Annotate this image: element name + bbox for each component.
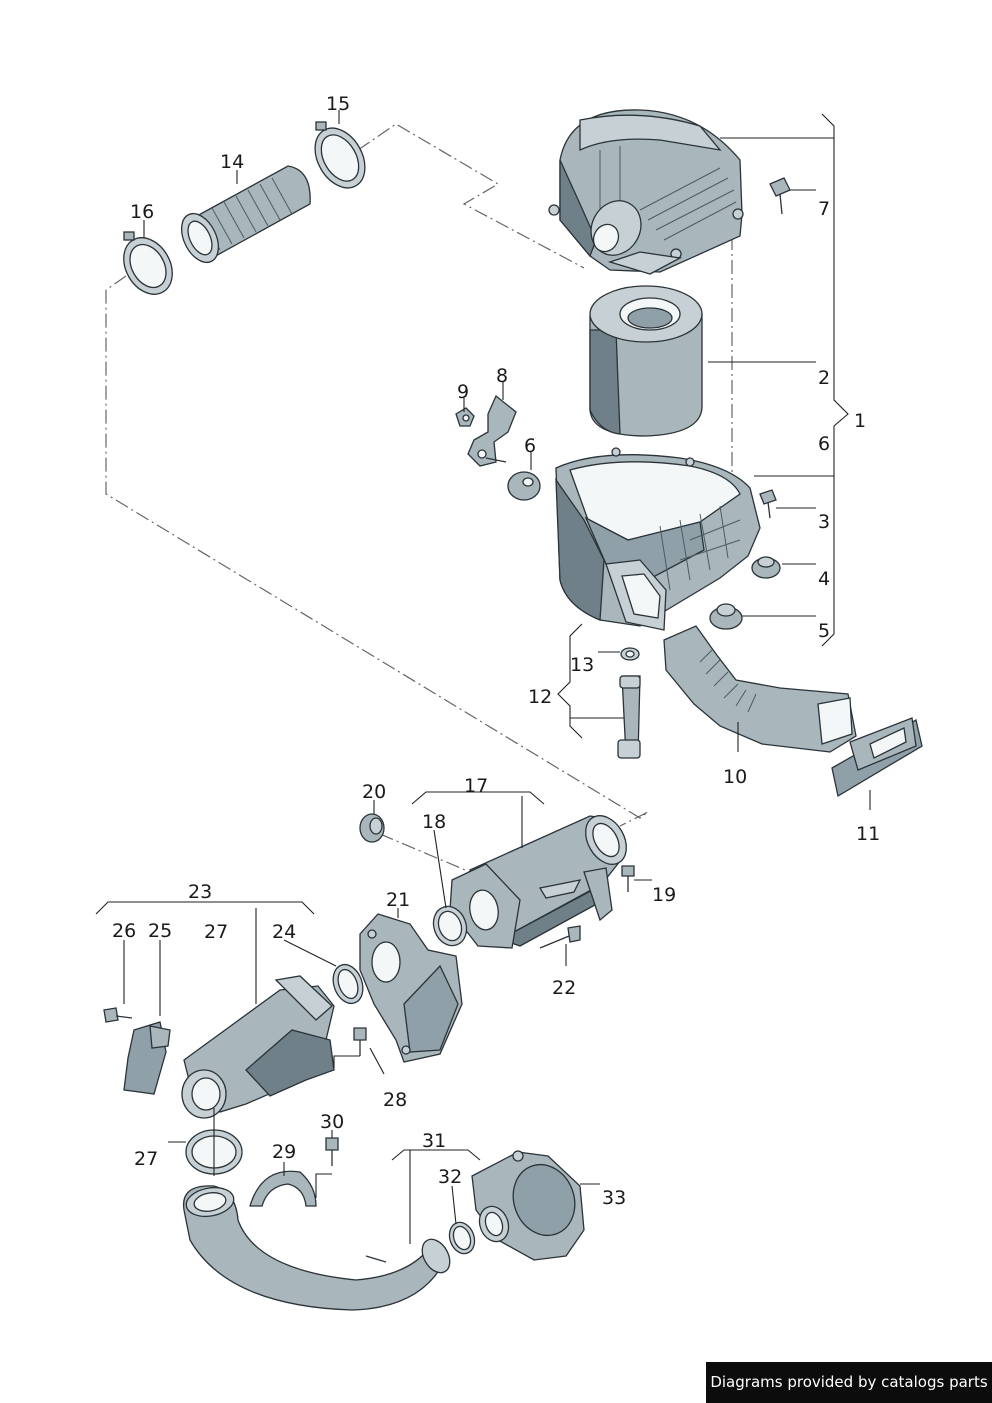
label-part-14: 14 bbox=[220, 151, 244, 173]
screw-part-28 bbox=[353, 1027, 367, 1056]
label-part-15: 15 bbox=[326, 93, 350, 115]
screw-part-19 bbox=[621, 865, 635, 892]
label-part-6-upper: 6 bbox=[818, 433, 830, 455]
label-part-24: 24 bbox=[272, 921, 296, 943]
label-part-4: 4 bbox=[818, 568, 830, 590]
label-part-29: 29 bbox=[272, 1141, 296, 1163]
hose-clamp-part-16 bbox=[123, 231, 173, 295]
label-part-17: 17 bbox=[464, 775, 488, 797]
label-part-19: 19 bbox=[652, 884, 676, 906]
label-part-21: 21 bbox=[386, 889, 410, 911]
screw-part-3 bbox=[759, 489, 777, 519]
part-number-labels: 1 2 3 4 5 6 6 7 8 9 10 11 12 13 14 15 16… bbox=[112, 93, 880, 1209]
sensor-part-25 bbox=[123, 1021, 171, 1095]
leader-lines bbox=[95, 110, 871, 1244]
label-part-3: 3 bbox=[818, 511, 830, 533]
label-part-9: 9 bbox=[457, 381, 469, 403]
intake-grille-part-11 bbox=[831, 717, 923, 798]
throttle-valve-part-21 bbox=[359, 913, 463, 1063]
label-part-13: 13 bbox=[570, 654, 594, 676]
label-part-26: 26 bbox=[112, 920, 136, 942]
label-part-28: 28 bbox=[383, 1089, 407, 1111]
grommet-part-6 bbox=[507, 471, 541, 501]
grommet-part-4 bbox=[751, 556, 781, 579]
label-part-33: 33 bbox=[602, 1187, 626, 1209]
grommet-part-5 bbox=[709, 603, 743, 630]
seal-ring-part-32 bbox=[448, 1221, 476, 1255]
intake-pipe-part-17 bbox=[449, 815, 627, 949]
screw-part-26 bbox=[103, 1007, 133, 1023]
seal-ring-part-24 bbox=[332, 963, 364, 1005]
nut-part-9 bbox=[455, 407, 475, 427]
label-part-22: 22 bbox=[552, 977, 576, 999]
label-part-1: 1 bbox=[854, 410, 866, 432]
label-part-11: 11 bbox=[856, 823, 880, 845]
label-part-5: 5 bbox=[818, 620, 830, 642]
label-part-20: 20 bbox=[362, 781, 386, 803]
catalog-credit-banner: Diagrams provided by catalogs parts bbox=[706, 1362, 992, 1403]
label-part-25: 25 bbox=[148, 920, 172, 942]
air-filter-element bbox=[589, 285, 703, 437]
label-part-10: 10 bbox=[723, 766, 747, 788]
o-ring-part-13 bbox=[620, 647, 640, 661]
label-part-30: 30 bbox=[320, 1111, 344, 1133]
bracket-part-29 bbox=[249, 1170, 317, 1207]
label-part-31: 31 bbox=[422, 1130, 446, 1152]
label-part-6-lower: 6 bbox=[524, 435, 536, 457]
screw-part-7 bbox=[769, 177, 791, 215]
label-part-18: 18 bbox=[422, 811, 446, 833]
bellows-hose-part-14 bbox=[181, 165, 311, 264]
intake-duct-part-10 bbox=[663, 625, 857, 753]
label-part-23: 23 bbox=[188, 881, 212, 903]
bolt-part-22 bbox=[539, 925, 581, 949]
label-part-16: 16 bbox=[130, 201, 154, 223]
air-filter-lower-housing bbox=[555, 447, 761, 631]
hose-clamp-part-15 bbox=[314, 121, 366, 189]
drain-valve-part-12 bbox=[617, 675, 641, 759]
label-part-2: 2 bbox=[818, 367, 830, 389]
label-part-12: 12 bbox=[528, 686, 552, 708]
label-part-32: 32 bbox=[438, 1166, 462, 1188]
label-part-8: 8 bbox=[496, 365, 508, 387]
connecting-pipe-part-31 bbox=[182, 1185, 451, 1311]
assembly-lines bbox=[105, 123, 733, 873]
screw-part-30 bbox=[325, 1137, 339, 1166]
bushing-part-20 bbox=[359, 813, 385, 843]
pump-part-33 bbox=[471, 1150, 585, 1261]
air-filter-upper-housing bbox=[548, 109, 744, 275]
bracket-part-8 bbox=[467, 394, 517, 467]
intake-manifold-part-23 bbox=[181, 975, 335, 1119]
label-part-27-lower: 27 bbox=[134, 1148, 158, 1170]
label-part-27-upper: 27 bbox=[204, 921, 228, 943]
label-part-7: 7 bbox=[818, 198, 830, 220]
seal-ring-part-18 bbox=[432, 905, 468, 947]
